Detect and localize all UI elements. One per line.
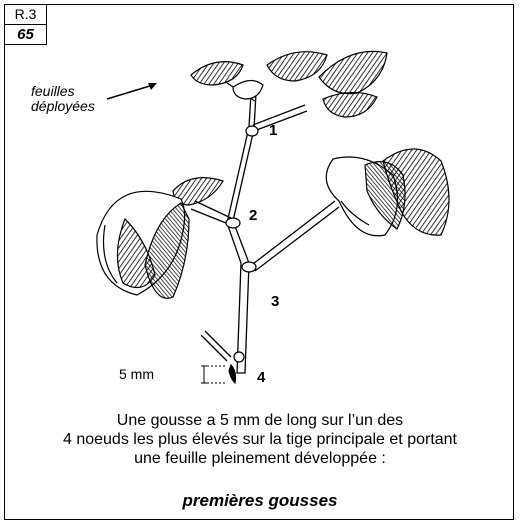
caption-line-1: Une gousse a 5 mm de long sur l’un des (5, 411, 515, 430)
soybean-plant-illustration (5, 5, 515, 405)
scale-bracket (201, 366, 227, 383)
node-label-2: 2 (249, 207, 257, 224)
scale-label: 5 mm (119, 367, 154, 381)
branches (191, 83, 339, 361)
top-leaves (191, 51, 387, 117)
node-label-1: 1 (269, 122, 277, 139)
node-label-4: 4 (257, 369, 265, 386)
caption-line-2: 4 noeuds les plus élevés sur la tige pri… (5, 430, 515, 449)
leaves-annotation: feuilles déployées (31, 84, 95, 114)
caption: Une gousse a 5 mm de long sur l’un des 4… (5, 411, 515, 468)
stage-card: R.3 65 (4, 4, 514, 520)
caption-line-3: une feuille pleinement développée : (5, 449, 515, 468)
left-leaves (97, 178, 223, 299)
annotation-line-2: déployées (31, 99, 95, 114)
annotation-line-1: feuilles (31, 84, 95, 99)
node-label-3: 3 (271, 293, 279, 310)
annotation-arrow (107, 83, 157, 99)
young-pod (229, 365, 236, 383)
stage-name: premières gousses (5, 491, 515, 511)
right-leaves (326, 149, 449, 236)
